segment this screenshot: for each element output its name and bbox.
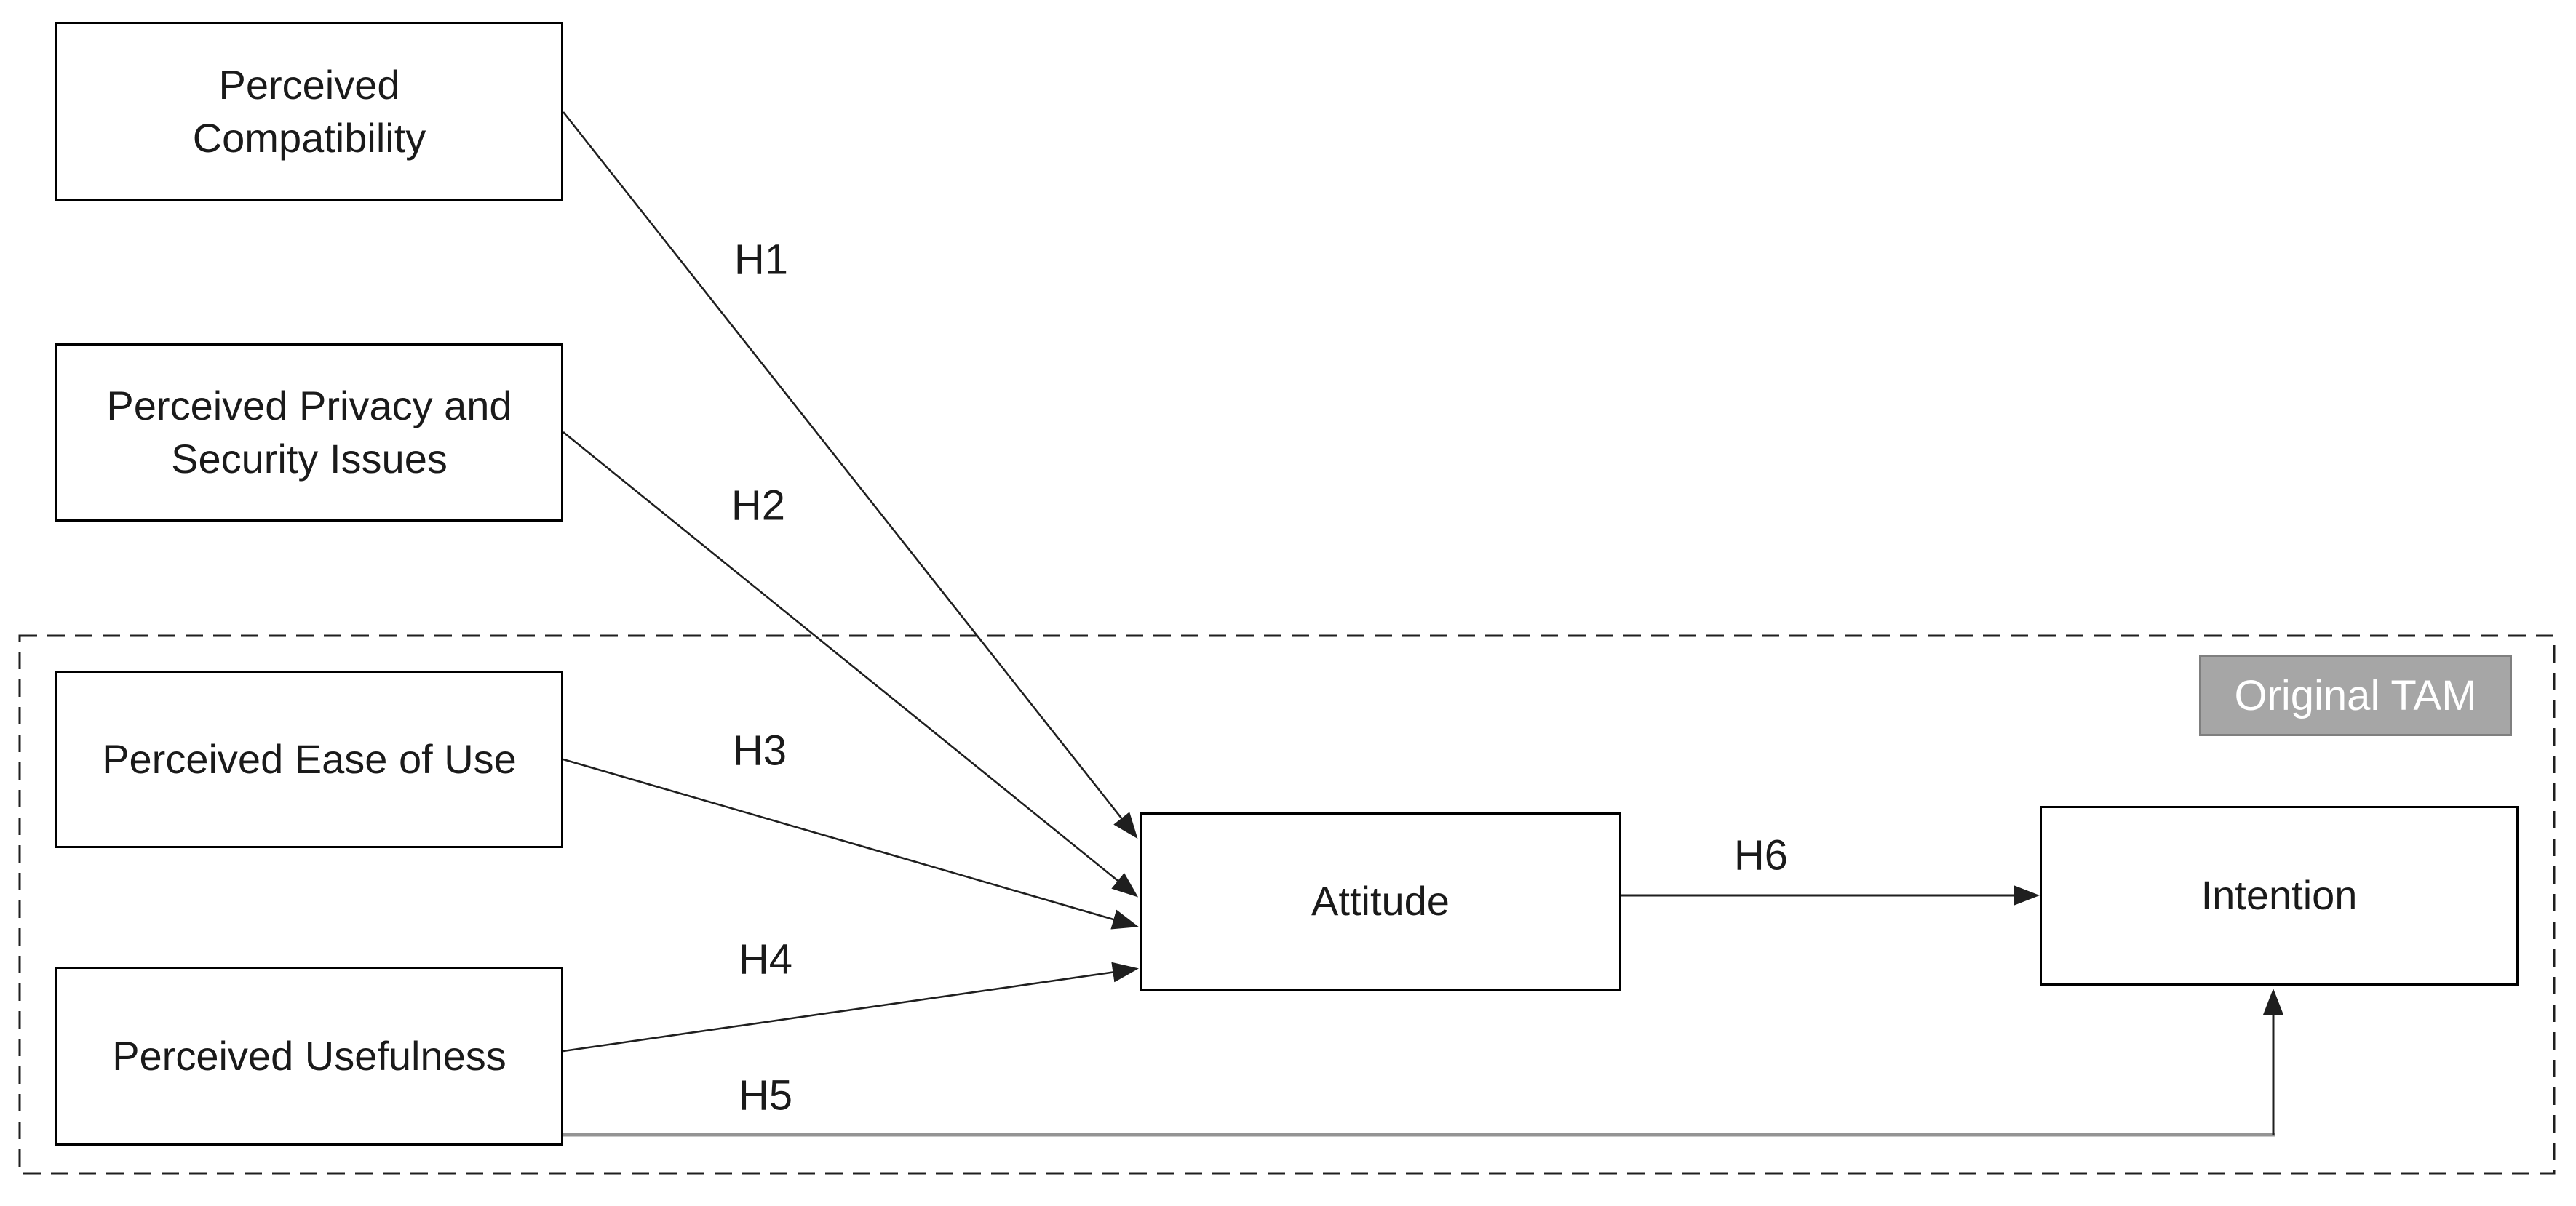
node-perceived-usefulness: Perceived Usefulness [55,967,563,1146]
hypothesis-label-h6: H6 [1733,831,1789,879]
node-label-line: Security Issues [171,435,448,482]
node-label-line: Attitude [1311,878,1450,925]
arrow-h2 [562,431,1139,898]
node-perceived-compatibility: Perceived Compatibility [55,22,563,201]
node-label-line: Compatibility [192,114,426,161]
original-tam-badge-label: Original TAM [2234,671,2477,719]
arrow-h3 [562,758,1139,930]
node-label-line: Perceived [218,61,400,108]
hypothesis-label-h3: H3 [732,727,787,775]
node-label-line: Perceived Ease of Use [102,735,517,782]
original-tam-region-border [18,634,2556,1175]
node-perceived-ease-of-use: Perceived Ease of Use [55,671,563,848]
arrow-h1 [562,111,1138,839]
original-tam-badge: Original TAM [2199,655,2512,736]
node-perceived-privacy-security: Perceived Privacy and Security Issues [55,343,563,522]
hypothesis-label-h5: H5 [738,1071,793,1119]
node-label-line: Intention [2201,872,2358,919]
arrow-h4 [562,962,1139,1053]
hypothesis-label-h4: H4 [738,935,793,983]
node-label-line: Perceived Usefulness [112,1032,506,1079]
arrow-h5 [563,989,2283,1137]
node-attitude: Attitude [1140,812,1621,991]
node-intention: Intention [2040,806,2519,986]
node-label-line: Perceived Privacy and [106,382,512,428]
hypothesis-label-h1: H1 [734,236,789,284]
hypothesis-label-h2: H2 [731,482,786,530]
